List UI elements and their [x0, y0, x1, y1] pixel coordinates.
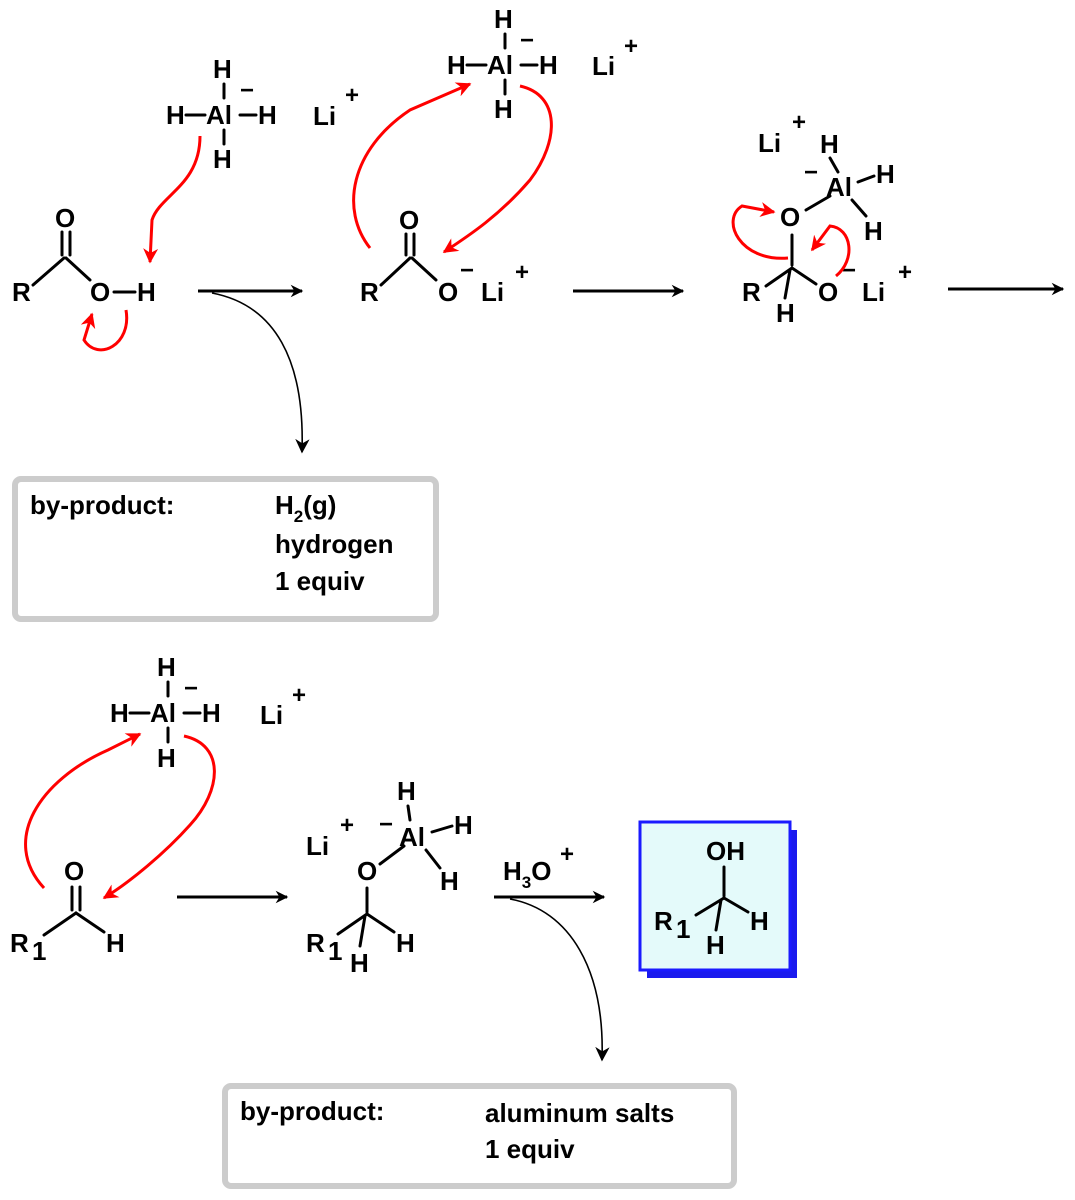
svg-text:+: +	[345, 82, 359, 109]
svg-text:H: H	[750, 906, 769, 936]
svg-text:H: H	[157, 743, 176, 773]
svg-text:Li: Li	[758, 128, 781, 158]
svg-text:−: −	[804, 159, 818, 186]
lah-reagent-2: H H Al − H H Li +	[447, 4, 638, 124]
svg-text:H: H	[137, 277, 156, 307]
svg-text:H: H	[876, 159, 895, 189]
svg-text:−: −	[379, 811, 393, 838]
svg-text:Al: Al	[206, 100, 232, 130]
svg-text:R: R	[742, 277, 761, 307]
svg-text:Li: Li	[313, 101, 336, 131]
svg-text:+: +	[792, 109, 806, 136]
svg-text:H: H	[864, 216, 883, 246]
svg-text:H: H	[350, 948, 369, 978]
svg-text:O: O	[818, 277, 838, 307]
svg-text:H: H	[454, 810, 473, 840]
svg-text:H: H	[213, 54, 232, 84]
svg-text:O: O	[357, 856, 377, 886]
svg-text:H3O: H3O	[503, 856, 551, 892]
svg-text:−: −	[460, 257, 474, 284]
svg-text:−: −	[520, 27, 534, 54]
svg-text:Li: Li	[592, 51, 615, 81]
svg-text:H2(g): H2(g)	[275, 490, 336, 526]
svg-text:1 equiv: 1 equiv	[275, 566, 365, 596]
svg-text:R: R	[12, 277, 31, 307]
svg-text:H: H	[494, 4, 513, 34]
svg-text:+: +	[340, 812, 354, 839]
svg-text:H: H	[106, 928, 125, 958]
svg-text:1: 1	[328, 936, 342, 966]
svg-text:H: H	[166, 100, 185, 130]
svg-text:+: +	[560, 841, 574, 868]
svg-text:−: −	[240, 77, 254, 104]
carboxylate-salt: R O O − Li +	[360, 205, 529, 307]
svg-text:O: O	[780, 202, 800, 232]
svg-text:R: R	[654, 906, 673, 936]
svg-text:Al: Al	[150, 698, 176, 728]
svg-text:+: +	[515, 259, 529, 286]
acid-quench-reagent: H3O +	[503, 841, 574, 892]
svg-text:+: +	[292, 682, 306, 709]
byproduct-box-1: by-product: H2(g) hydrogen 1 equiv	[12, 476, 439, 622]
aldehyde: O R 1 H	[10, 856, 125, 966]
svg-text:O: O	[55, 203, 75, 233]
svg-text:H: H	[820, 129, 839, 159]
primary-alcohol-product-box: OH R 1 H H	[638, 820, 797, 978]
svg-text:Li: Li	[260, 700, 283, 730]
byproduct-arrow-2	[509, 898, 610, 1062]
svg-text:O: O	[399, 205, 419, 235]
byproduct-arrow-1	[211, 292, 310, 454]
svg-text:+: +	[898, 259, 912, 286]
svg-text:H: H	[213, 144, 232, 174]
electron-arrows-step4	[24, 732, 216, 900]
svg-text:1: 1	[32, 936, 46, 966]
alkoxide-intermediate: Li + H − Al H H O R 1 H H	[306, 776, 473, 978]
svg-text:H: H	[397, 776, 416, 806]
lah-reagent-3: H H Al − H H Li +	[110, 652, 306, 773]
carboxylic-acid: R O O H	[12, 203, 156, 307]
svg-text:H: H	[396, 928, 415, 958]
svg-text:H: H	[706, 930, 725, 960]
svg-text:H: H	[447, 50, 466, 80]
svg-text:OH: OH	[706, 836, 745, 866]
svg-text:Li: Li	[306, 831, 329, 861]
electron-arrows-step3	[731, 202, 851, 278]
lah-reagent-1: H H Al − H H Li +	[166, 54, 359, 174]
svg-text:O: O	[438, 277, 458, 307]
byproduct-box-2: by-product: aluminum salts 1 equiv	[222, 1083, 737, 1189]
svg-text:−: −	[842, 257, 856, 284]
electron-arrows-step1	[80, 135, 202, 352]
svg-text:by-product:: by-product:	[240, 1096, 384, 1126]
svg-text:R: R	[306, 928, 325, 958]
svg-text:R: R	[10, 928, 29, 958]
svg-text:H: H	[776, 298, 795, 328]
svg-text:H: H	[110, 698, 129, 728]
svg-text:H: H	[157, 652, 176, 682]
svg-text:1: 1	[676, 914, 690, 944]
svg-text:R: R	[360, 277, 379, 307]
svg-text:H: H	[494, 94, 513, 124]
svg-text:O: O	[90, 277, 110, 307]
svg-text:1 equiv: 1 equiv	[485, 1134, 575, 1164]
svg-text:H: H	[539, 50, 558, 80]
svg-text:Al: Al	[487, 50, 513, 80]
svg-text:H: H	[440, 866, 459, 896]
svg-text:hydrogen: hydrogen	[275, 529, 393, 559]
svg-text:−: −	[184, 675, 198, 702]
electron-arrows-step2	[352, 82, 553, 254]
svg-text:aluminum salts: aluminum salts	[485, 1098, 674, 1128]
svg-text:by-product:: by-product:	[30, 490, 174, 520]
svg-text:H: H	[202, 698, 221, 728]
svg-text:H: H	[258, 100, 277, 130]
svg-text:O: O	[64, 856, 84, 886]
svg-text:Li: Li	[481, 277, 504, 307]
svg-text:+: +	[624, 33, 638, 60]
tetrahedral-intermediate: Li + H − Al H H O R O − Li + H	[742, 109, 912, 328]
svg-text:Li: Li	[862, 277, 885, 307]
